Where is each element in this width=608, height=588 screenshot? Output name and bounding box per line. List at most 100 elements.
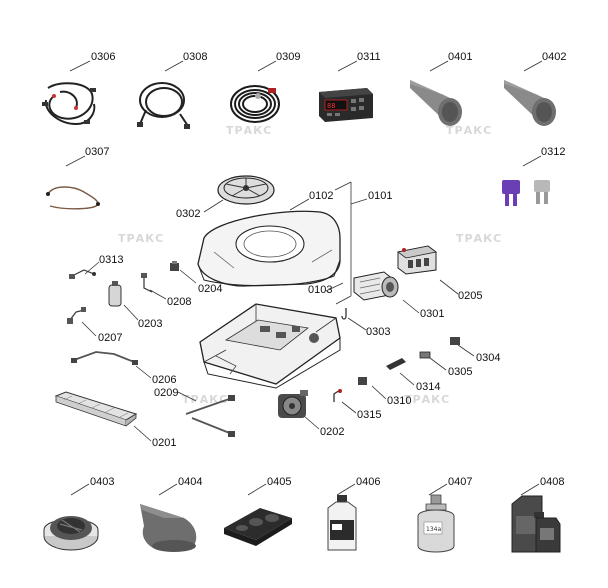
part-0206-pipe[interactable] [70,346,140,368]
receiver-drier-icon [108,281,122,307]
label-0203: 0203 [138,318,163,330]
label-0205: 0205 [458,290,483,302]
part-0408-oil-canister[interactable] [508,494,566,556]
terminal-block-icon [386,358,406,370]
condenser-icon [54,391,138,427]
watermark: ТРАКС [404,393,451,406]
hook-icon [341,308,347,320]
watermark: ТРАКС [446,124,493,137]
fan-icon [217,175,275,205]
part-0204-clip[interactable] [168,260,182,274]
pipe-icon [185,395,235,437]
wiring-harness-icon [42,82,96,126]
part-0209-pipe[interactable] [182,394,240,440]
label-0403: 0403 [90,476,115,488]
label-0307: 0307 [85,146,110,158]
label-0309: 0309 [276,51,301,63]
part-0305-valve[interactable] [418,348,432,360]
watermark: ТРАКС [456,232,503,245]
oil-canister-icon [511,495,561,553]
label-0201: 0201 [152,437,177,449]
pressure-switch-icon [67,307,86,324]
label-0202: 0202 [320,426,345,438]
part-0310-sensor[interactable] [356,374,370,388]
label-0405: 0405 [267,476,292,488]
part-0405-vent-grille[interactable] [220,502,294,546]
label-0313: 0313 [99,254,124,266]
top-cover-icon [197,210,341,287]
vent-grille-icon [224,508,292,546]
part-0304-connector[interactable] [448,334,462,346]
part-0102-top-cover[interactable] [194,204,344,290]
part-0315-probe[interactable] [330,388,344,404]
compressor-icon [278,390,308,418]
part-0307-wire[interactable] [44,180,102,212]
part-0402-foam-filter[interactable] [500,74,562,130]
part-0301-blower[interactable] [350,268,402,302]
blower-icon [353,271,399,301]
part-0309-cable[interactable] [228,80,284,130]
air-vent-icon [43,516,99,551]
part-0311-control-panel[interactable]: 88 [317,84,375,124]
label-0304: 0304 [476,352,501,364]
label-0407: 0407 [448,476,473,488]
cylinder-label: 134a [426,526,441,533]
label-0207: 0207 [98,332,123,344]
connector-icon [450,337,460,345]
base-frame-icon [199,303,341,389]
part-0203-receiver-drier[interactable] [106,280,124,308]
part-0303-hook[interactable] [340,306,352,322]
label-0308: 0308 [183,51,208,63]
part-0201-condenser[interactable] [52,388,138,430]
part-0313-sensor[interactable] [68,266,98,282]
part-0302-fan[interactable] [216,172,276,206]
label-0303: 0303 [366,326,391,338]
part-0314-terminal-block[interactable] [384,356,408,372]
cable-loop-icon [137,82,190,129]
label-0312: 0312 [541,146,566,158]
label-0306: 0306 [91,51,116,63]
foam-filter-icon [140,504,197,552]
part-0407-refrigerant[interactable]: 134a [414,494,458,556]
part-0208-sensor-wire[interactable] [138,272,158,294]
svg-text:88: 88 [327,102,335,110]
pipe-icon [71,351,138,365]
part-0207-pressure-switch[interactable] [66,306,88,326]
sensor-icon [69,269,96,279]
label-0103: 0103 [308,284,333,296]
part-0202-compressor[interactable] [274,388,312,422]
part-0404-foam-filter[interactable] [134,498,206,554]
label-0314: 0314 [416,381,441,393]
sensor-icon [358,377,367,385]
watermark: ТРАКС [226,124,273,137]
part-0403-air-vent[interactable] [42,504,100,554]
label-0102: 0102 [309,190,334,202]
label-0311: 0311 [357,51,381,63]
label-0315: 0315 [357,409,382,421]
part-0308-cable[interactable] [136,78,192,130]
label-0206: 0206 [152,374,177,386]
label-0310: 0310 [387,395,412,407]
part-0406-oil-bottle[interactable] [322,494,362,554]
part-0306-wiring-harness[interactable] [40,78,100,130]
control-panel-icon: 88 [319,88,373,122]
foam-filter-icon [504,80,556,126]
label-0305: 0305 [448,366,473,378]
foam-filter-icon [410,80,462,126]
part-0312-fuses[interactable] [498,176,558,212]
part-0401-foam-filter[interactable] [406,74,468,130]
coiled-cable-icon [230,85,280,123]
part-0103-base-frame[interactable] [196,292,344,389]
wire-icon [46,186,100,210]
valve-icon [419,351,431,359]
label-0401: 0401 [448,51,473,63]
label-0302: 0302 [176,208,201,220]
label-0204: 0204 [198,283,223,295]
label-0402: 0402 [542,51,567,63]
label-0406: 0406 [356,476,381,488]
refrigerant-cylinder-icon: 134a [417,494,455,553]
probe-icon [333,389,342,402]
part-0205-relay-block[interactable] [394,244,440,276]
